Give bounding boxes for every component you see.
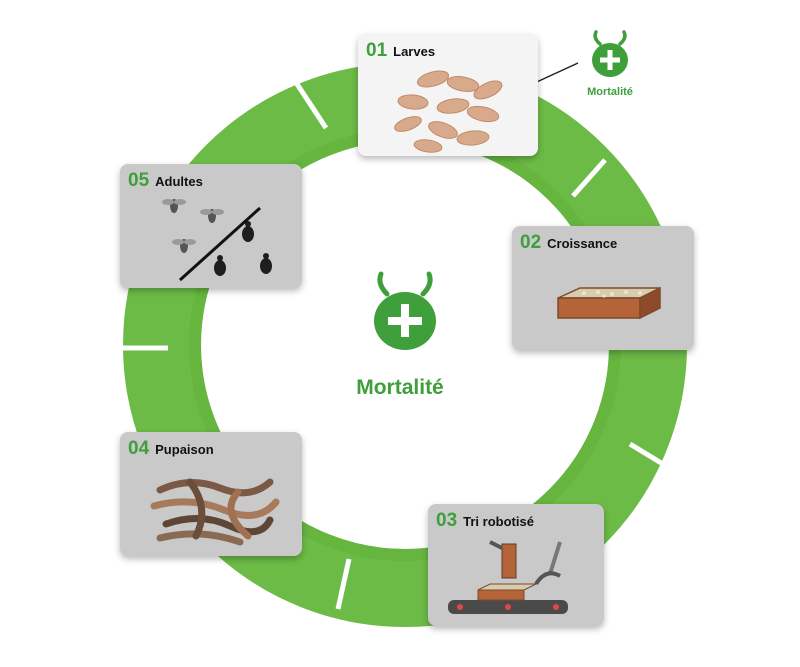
fly-icon (162, 199, 224, 253)
stage-label: Croissance (547, 236, 618, 251)
pupae-illustration (150, 478, 280, 546)
stage-card-croissance: 02 Croissance (512, 226, 694, 350)
stage-title-adultes: 05 Adultes (128, 170, 203, 192)
stage-title-larves: 01 Larves (366, 40, 435, 62)
stage-card-larves: 01 Larves (358, 34, 538, 156)
adults-illustration (162, 199, 272, 282)
stage-label: Adultes (155, 174, 203, 189)
stage-card-tri-robotise: 03 Tri robotisé (428, 504, 604, 626)
center-label: Mortalité (356, 376, 444, 399)
stage-number: 02 (520, 232, 542, 253)
stage-label: Pupaison (155, 442, 214, 457)
badge-label: Mortalité (587, 86, 633, 98)
stage-number: 05 (128, 170, 150, 191)
center-bug-cross-icon (374, 271, 436, 350)
larvae-illustration (394, 70, 503, 153)
stage-number: 03 (436, 510, 458, 531)
stage-label: Larves (393, 44, 436, 59)
stage-title-pupaison: 04 Pupaison (128, 438, 214, 460)
robot-sorting-illustration (448, 540, 568, 614)
stage-card-pupaison: 04 Pupaison (120, 432, 302, 556)
stage-title-croissance: 02 Croissance (520, 232, 617, 254)
stage-title-tri-robotise: 03 Tri robotisé (436, 510, 534, 532)
growth-tray-illustration (557, 286, 661, 320)
badge-bug-cross-icon (592, 30, 628, 77)
beetle-icon (214, 221, 272, 276)
stage-number: 01 (366, 40, 388, 61)
stage-label: Tri robotisé (463, 514, 534, 529)
stage-card-adultes: 05 Adultes (120, 164, 302, 288)
stage-number: 04 (128, 438, 150, 459)
